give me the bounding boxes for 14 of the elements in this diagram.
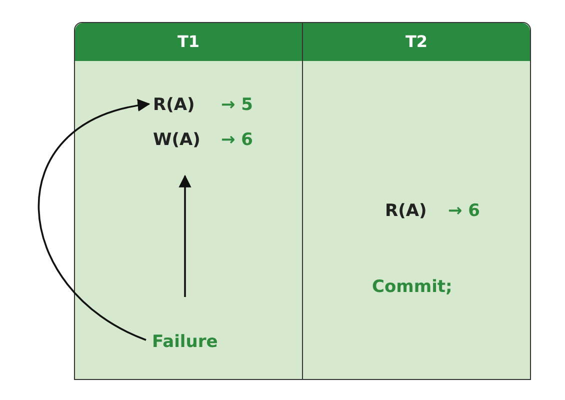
status-label: Failure — [152, 331, 218, 353]
column-header: T2 — [303, 23, 530, 61]
table-column — [74, 22, 303, 380]
operation-label: R(A) — [153, 94, 195, 116]
value-label: → 5 — [221, 94, 253, 116]
value-label: → 6 — [221, 129, 253, 151]
arrow — [38, 100, 150, 341]
operation-label: W(A) — [153, 129, 200, 151]
value-label: → 6 — [448, 200, 480, 222]
status-label: Commit; — [372, 276, 452, 298]
operation-label: R(A) — [385, 200, 427, 222]
arrow — [178, 174, 192, 297]
column-header: T1 — [75, 23, 302, 61]
table-column — [302, 22, 531, 380]
